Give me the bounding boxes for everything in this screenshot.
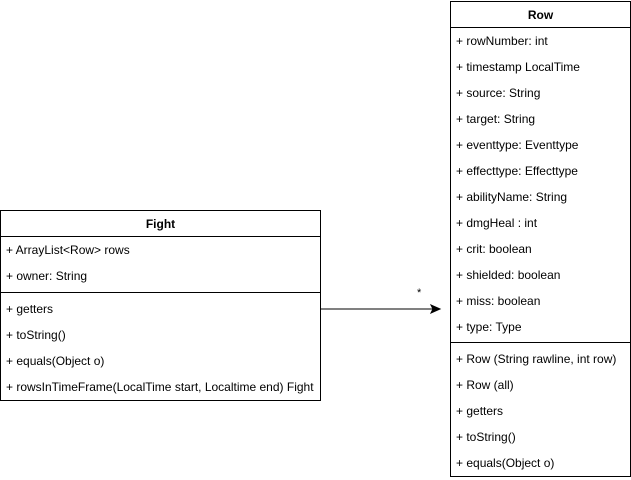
row-field: + target: String: [456, 112, 536, 126]
fight-method: + getters: [6, 302, 54, 316]
fight-section-divider: [1, 292, 320, 293]
row-methods-section: + Row (String rawline, int row) + Row (a…: [451, 343, 630, 476]
row-section-divider: [451, 342, 630, 343]
row-field: + rowNumber: int: [456, 34, 548, 48]
row-method: + Row (all): [456, 378, 514, 392]
fight-method: + equals(Object o): [6, 354, 105, 368]
row-field: + miss: boolean: [456, 294, 541, 308]
row-field: + eventtype: Eventtype: [456, 138, 579, 152]
fight-method: + rowsInTimeFrame(LocalTime start, Local…: [6, 380, 314, 394]
row-fields-section: + rowNumber: int + timestamp LocalTime +…: [451, 28, 630, 342]
arrowhead-icon: [429, 303, 442, 315]
row-field: + effecttype: Effecttype: [456, 164, 578, 178]
row-field: + abilityName: String: [456, 190, 568, 204]
row-field: + timestamp LocalTime: [456, 60, 580, 74]
row-class-box[interactable]: Row + rowNumber: int + timestamp LocalTi…: [450, 1, 631, 477]
fight-methods-section: + getters + toString() + equals(Object o…: [1, 293, 320, 400]
fight-class-box[interactable]: Fight + ArrayList<Row> rows + owner: Str…: [0, 210, 321, 401]
fight-class-name: Fight: [1, 211, 320, 237]
row-method: + toString(): [456, 430, 516, 444]
fight-field: + owner: String: [6, 269, 88, 283]
row-field: + type: Type: [456, 320, 522, 334]
row-method: + Row (String rawline, int row): [456, 352, 617, 366]
row-field: + dmgHeal : int: [456, 216, 538, 230]
row-method: + getters: [456, 404, 504, 418]
association-multiplicity: *: [417, 287, 422, 299]
row-field: + source: String: [456, 86, 541, 100]
fight-method: + toString(): [6, 328, 66, 342]
row-method: + equals(Object o): [456, 456, 555, 470]
fight-fields-section: + ArrayList<Row> rows + owner: String: [1, 237, 320, 292]
row-class-name: Row: [451, 2, 630, 28]
row-field: + crit: boolean: [456, 242, 532, 256]
row-field: + shielded: boolean: [456, 268, 561, 282]
fight-field: + ArrayList<Row> rows: [6, 243, 130, 257]
